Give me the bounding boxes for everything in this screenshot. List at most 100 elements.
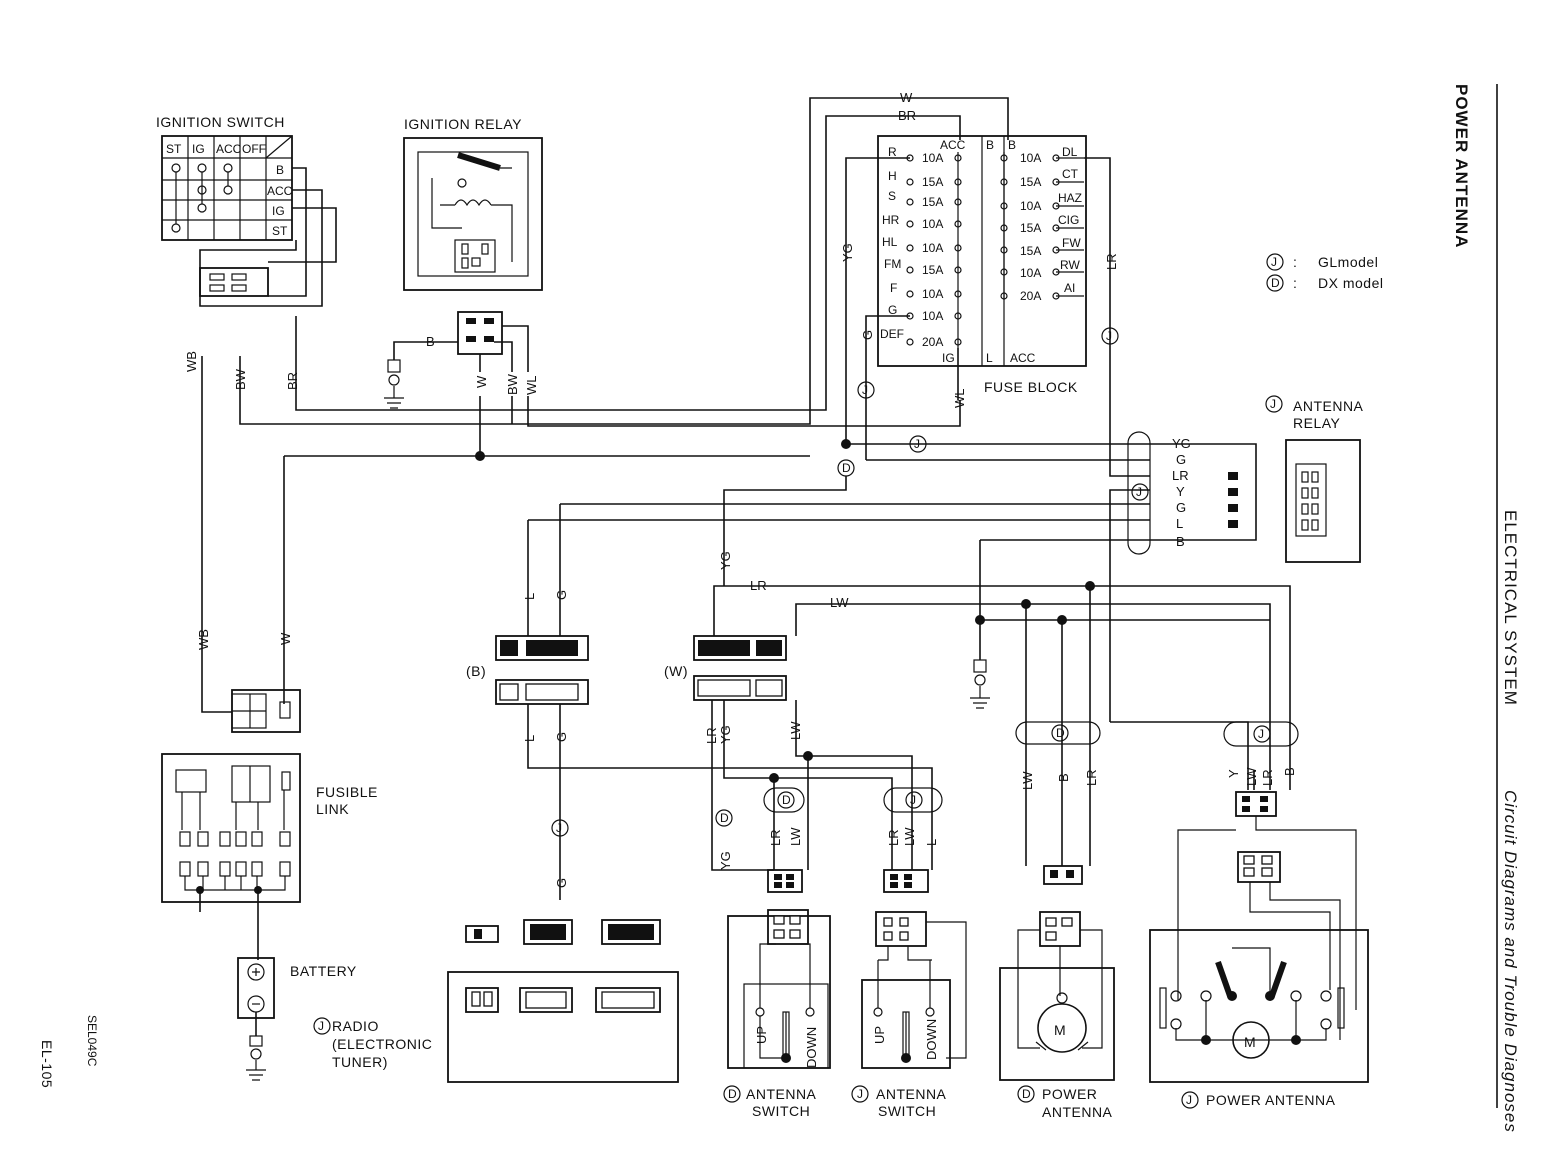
antenna-switch-d-label-2: SWITCH xyxy=(752,1103,810,1119)
antenna-relay-label-1: ANTENNA xyxy=(1293,398,1364,414)
wire-l-b: L xyxy=(522,593,537,600)
fuse-l-amp-1: 15A xyxy=(922,175,943,189)
svg-text:D: D xyxy=(1022,1087,1031,1101)
fuse-r-amp-6: 20A xyxy=(1020,289,1041,303)
wire-g-fuse: G xyxy=(860,330,875,340)
ignition-relay-connector xyxy=(457,311,503,355)
fuse-l-circuit-7: G xyxy=(888,303,897,317)
antenna-switch-d: UP DOWN D ANTENNA SWITCH xyxy=(723,909,831,1119)
wire-lr-d: LR xyxy=(768,829,783,846)
ignition-relay-label: IGNITION RELAY xyxy=(404,116,522,132)
antenna-relay: J ANTENNA RELAY xyxy=(1265,395,1364,563)
wire-b-pd: B xyxy=(1056,773,1071,782)
fuse-block-label: FUSE BLOCK xyxy=(984,379,1078,395)
fuse-r-amp-3: 15A xyxy=(1020,221,1041,235)
legend: J : GLmodel D : DX model xyxy=(1266,253,1383,292)
wire-lw-w: LW xyxy=(830,595,849,610)
fuse-l-circuit-0: R xyxy=(888,145,897,159)
fuse-r-amp-1: 15A xyxy=(1020,175,1041,189)
wire-w-low: W xyxy=(278,632,293,645)
power-antenna-j-label: POWER ANTENNA xyxy=(1206,1092,1336,1108)
fusible-link-label-1: FUSIBLE xyxy=(316,784,378,800)
section-title: POWER ANTENNA xyxy=(1452,84,1471,248)
battery-label: BATTERY xyxy=(290,963,357,979)
ignition-relay-box xyxy=(403,137,543,291)
wire-yg-d: YG xyxy=(718,851,733,870)
fuse-l-amp-6: 10A xyxy=(922,287,943,301)
relay-yg: YG xyxy=(1172,436,1191,451)
svg-text:D: D xyxy=(1056,726,1065,740)
wire-lr-w: LR xyxy=(750,578,767,593)
radio-label-3: TUNER) xyxy=(332,1054,388,1070)
relay-g2: G xyxy=(1176,500,1186,515)
ig-hdr-st: ST xyxy=(166,142,182,156)
wire-wb: WB xyxy=(184,351,199,372)
wire-lr-pd: LR xyxy=(1084,769,1099,786)
relay-l: L xyxy=(1176,516,1183,531)
wire-yg-fuse: YG xyxy=(840,243,855,262)
fuse-r-circuit-6: AI xyxy=(1064,281,1075,295)
wire-wl-fuse: WL xyxy=(952,389,967,409)
down-j: DOWN xyxy=(924,1019,939,1060)
ig-row-st: ST xyxy=(272,224,288,238)
side-subheading: Circuit Diagrams and Trouble Diagnoses xyxy=(1501,790,1520,1133)
wire-lr-j: LR xyxy=(886,829,901,846)
wire-lw-j: LW xyxy=(902,827,917,846)
fuse-left-column: R 10A H 15A S 15A HR 10A HL 10A FM 15A F… xyxy=(880,145,943,349)
wire-g-radio: G xyxy=(554,878,569,888)
antenna-switch-j: UP DOWN J ANTENNA SWITCH xyxy=(851,911,967,1119)
wire-yg-w2: YG xyxy=(718,725,733,744)
ig-hdr-ig: IG xyxy=(192,142,205,156)
svg-text:J: J xyxy=(1106,329,1112,343)
up-d: UP xyxy=(754,1026,769,1044)
wire-g-b2: G xyxy=(554,732,569,742)
fuse-block: ACC B B IG L ACC R 10A H 15A S 15A HR 10… xyxy=(877,135,1087,395)
fuse-top-b2: B xyxy=(1008,138,1016,152)
svg-text:J: J xyxy=(1136,485,1142,499)
fuse-l-amp-4: 10A xyxy=(922,241,943,255)
fuse-top-b1: B xyxy=(986,138,994,152)
ignition-switch-connector xyxy=(199,267,269,297)
fuse-l-amp-7: 10A xyxy=(922,309,943,323)
wire-w-top: W xyxy=(900,90,913,105)
fuse-r-circuit-1: CT xyxy=(1062,167,1079,181)
svg-text:D: D xyxy=(720,811,729,825)
fuse-r-circuit-5: RW xyxy=(1060,258,1080,272)
fuse-l-amp-2: 15A xyxy=(922,195,943,209)
fuse-l-amp-8: 20A xyxy=(922,335,943,349)
wire-lw-d: LW xyxy=(788,827,803,846)
ignition-switch: IGNITION SWITCH ST IG ACC OFF B ACC IG S… xyxy=(156,114,337,307)
wire-g-b: G xyxy=(554,590,569,600)
svg-text:D: D xyxy=(782,793,791,807)
fuse-l-circuit-3: HR xyxy=(882,213,900,227)
ignition-switch-table xyxy=(161,135,293,241)
legend-j-sep: : xyxy=(1293,254,1297,270)
motor-j-label: M xyxy=(1244,1034,1256,1050)
legend-j-mark xyxy=(1266,253,1284,271)
fusible-link: FUSIBLE LINK xyxy=(161,753,378,960)
connector-w-lower xyxy=(693,675,787,701)
fuse-l-amp-0: 10A xyxy=(922,151,943,165)
wire-bw-relay: BW xyxy=(505,373,520,395)
wire-l-b2: L xyxy=(522,735,537,742)
ig-hdr-off: OFF xyxy=(242,142,266,156)
wire-wb-low: WB xyxy=(196,629,211,650)
legend-d-letter: D xyxy=(1271,276,1280,290)
down-d: DOWN xyxy=(804,1027,819,1068)
antenna-relay-label-2: RELAY xyxy=(1293,415,1341,431)
antenna-switch-j-box xyxy=(861,979,951,1069)
fuse-r-amp-2: 10A xyxy=(1020,199,1041,213)
radio-label-1: RADIO xyxy=(332,1018,379,1034)
svg-text:D: D xyxy=(728,1087,737,1101)
antenna-relay-box xyxy=(1285,439,1361,563)
motor-d-label: M xyxy=(1054,1022,1066,1038)
fuse-l-amp-3: 10A xyxy=(922,217,943,231)
fuse-r-circuit-4: FW xyxy=(1062,236,1081,250)
svg-text:J: J xyxy=(862,383,868,397)
figure-code: SEL049C xyxy=(85,1015,99,1067)
relay-y: Y xyxy=(1176,484,1185,499)
fuse-top-acc: ACC xyxy=(940,138,966,152)
wire-lr-w2: LR xyxy=(704,727,719,744)
fuse-r-circuit-2: HAZ xyxy=(1058,191,1082,205)
